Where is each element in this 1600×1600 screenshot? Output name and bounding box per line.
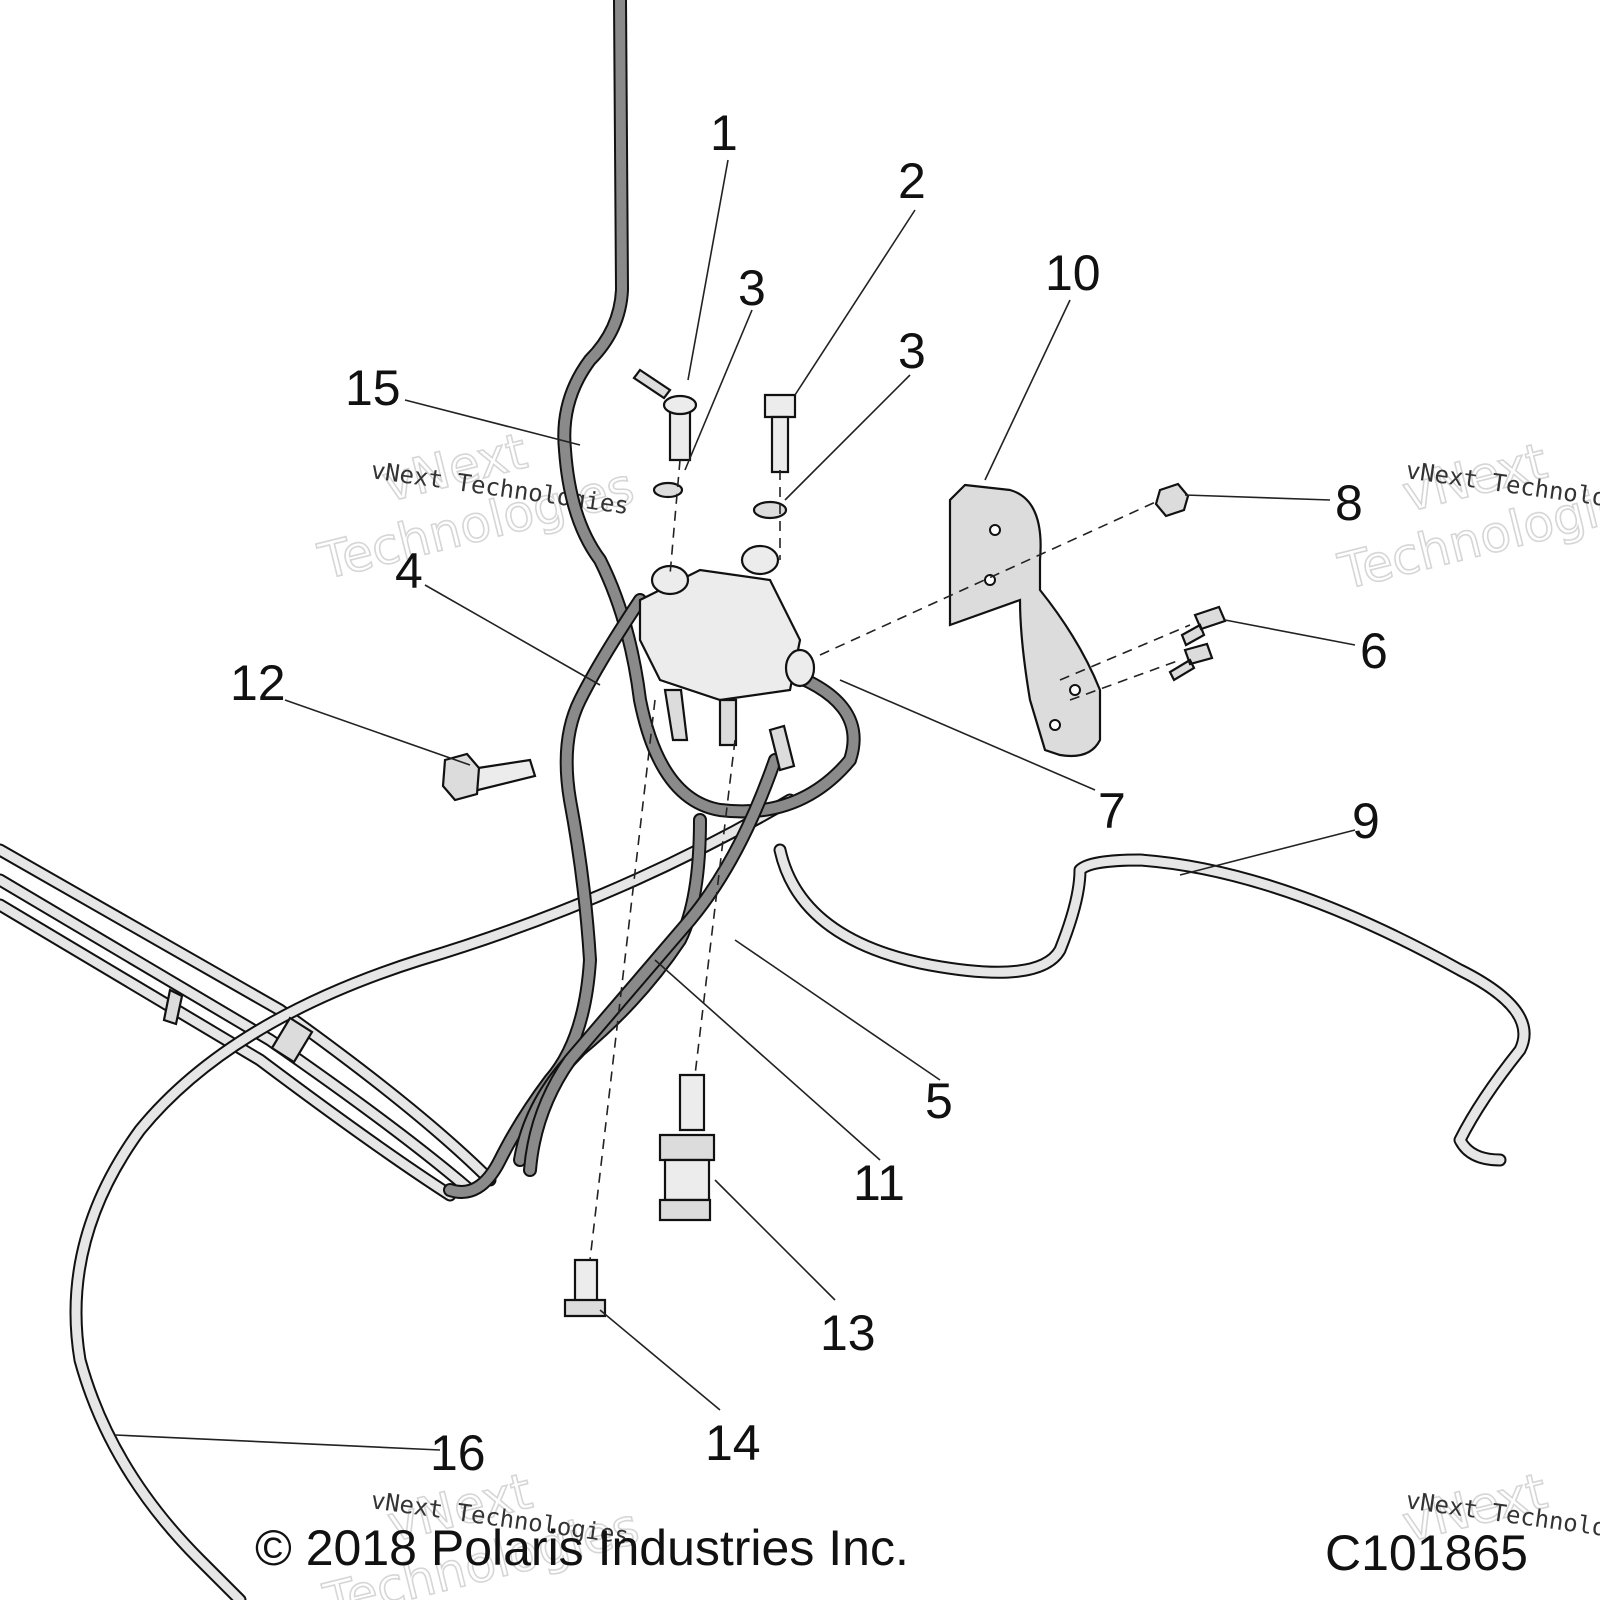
screw-lower bbox=[1168, 642, 1214, 682]
leader-lines bbox=[114, 159, 1356, 1451]
frame-tubes bbox=[0, 843, 497, 1202]
callout-2: 2 bbox=[898, 153, 926, 209]
drawing-id: C101865 bbox=[1325, 1525, 1528, 1581]
callout-7: 7 bbox=[1098, 783, 1126, 839]
callout-3b: 3 bbox=[898, 323, 926, 379]
brake-line-11 bbox=[513, 753, 782, 1177]
crush-washer-left bbox=[652, 481, 684, 499]
brake-line-16 bbox=[69, 793, 797, 1600]
callout-14: 14 bbox=[705, 1415, 761, 1471]
frame-clip bbox=[162, 988, 184, 1026]
callout-16: 16 bbox=[430, 1425, 486, 1481]
callout-1: 1 bbox=[710, 105, 738, 161]
callout-13: 13 bbox=[820, 1305, 876, 1361]
callout-6: 6 bbox=[1360, 623, 1388, 679]
brake-line-9 bbox=[773, 843, 1531, 1167]
callout-11: 11 bbox=[853, 1155, 905, 1211]
bleeder-valve bbox=[632, 368, 698, 462]
callout-4: 4 bbox=[395, 543, 423, 599]
brake-light-switch bbox=[658, 1073, 716, 1222]
callout-8: 8 bbox=[1335, 475, 1363, 531]
tube-clamp bbox=[270, 1016, 314, 1064]
callout-15: 15 bbox=[345, 360, 401, 416]
banjo-bolt-lower bbox=[563, 1258, 607, 1318]
callout-3a: 3 bbox=[738, 260, 766, 316]
screw-upper bbox=[1180, 605, 1227, 647]
callout-labels: 1 2 3 3 4 5 6 7 8 9 10 11 12 13 14 15 16 bbox=[230, 105, 1388, 1481]
callout-12: 12 bbox=[230, 655, 286, 711]
copyright-text: © 2018 Polaris Industries Inc. bbox=[255, 1520, 909, 1576]
brake-line-15 bbox=[557, 0, 861, 819]
distribution-block bbox=[638, 544, 816, 772]
nut bbox=[1154, 482, 1190, 518]
callout-9: 9 bbox=[1352, 793, 1380, 849]
callout-5: 5 bbox=[925, 1073, 953, 1129]
crush-washer-right bbox=[752, 500, 788, 520]
banjo-bolt-upper bbox=[763, 393, 797, 474]
callout-10: 10 bbox=[1045, 245, 1101, 301]
mounting-bracket bbox=[948, 483, 1102, 758]
hex-bolt bbox=[441, 752, 537, 802]
brake-line-4 bbox=[443, 593, 647, 1199]
assembly-lines bbox=[589, 459, 1191, 1261]
